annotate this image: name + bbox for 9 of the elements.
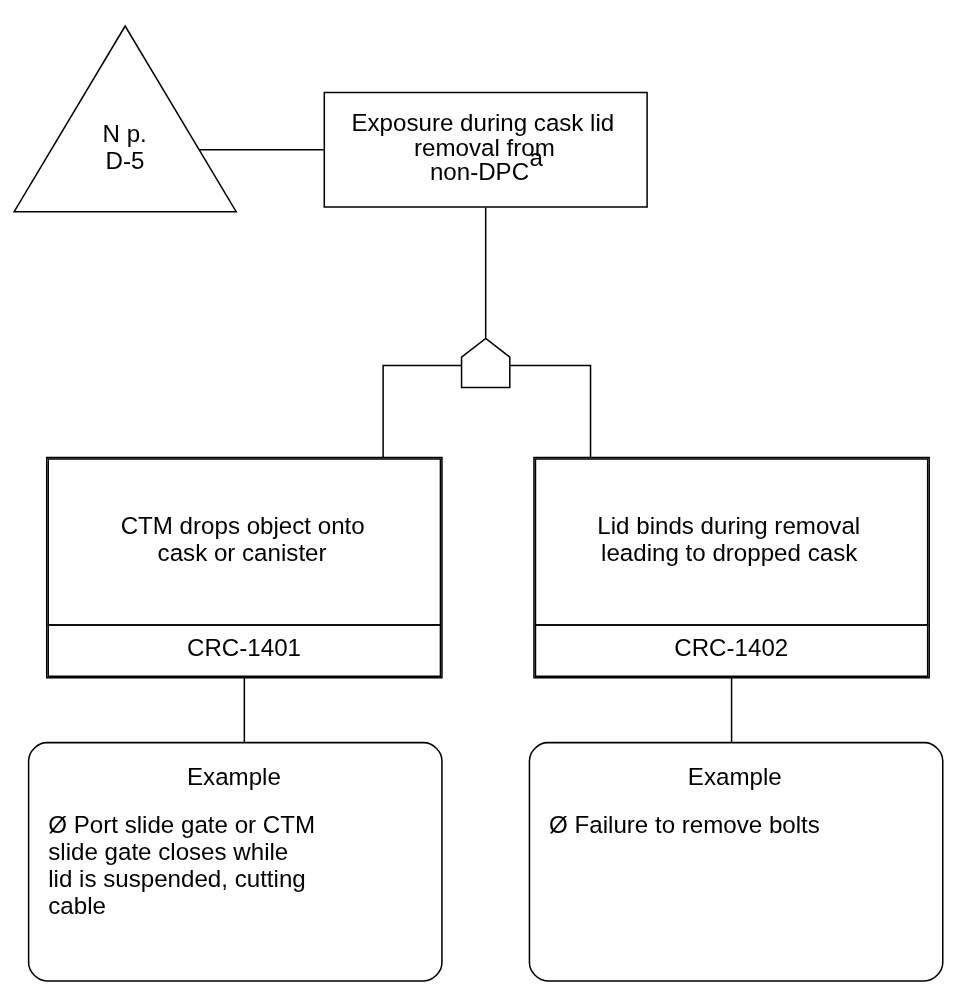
connector — [243, 677, 246, 744]
connector — [484, 206, 487, 339]
node-gate — [460, 337, 511, 389]
node-box: Example Ø Port slide gate or CTM slide gate closes while lid is suspended, cutting cable — [27, 741, 443, 982]
connector — [198, 149, 325, 151]
connector — [509, 364, 592, 458]
node-box: Example Ø Failure to remove bolts — [528, 741, 944, 982]
connector — [382, 364, 463, 458]
connector — [730, 677, 733, 744]
